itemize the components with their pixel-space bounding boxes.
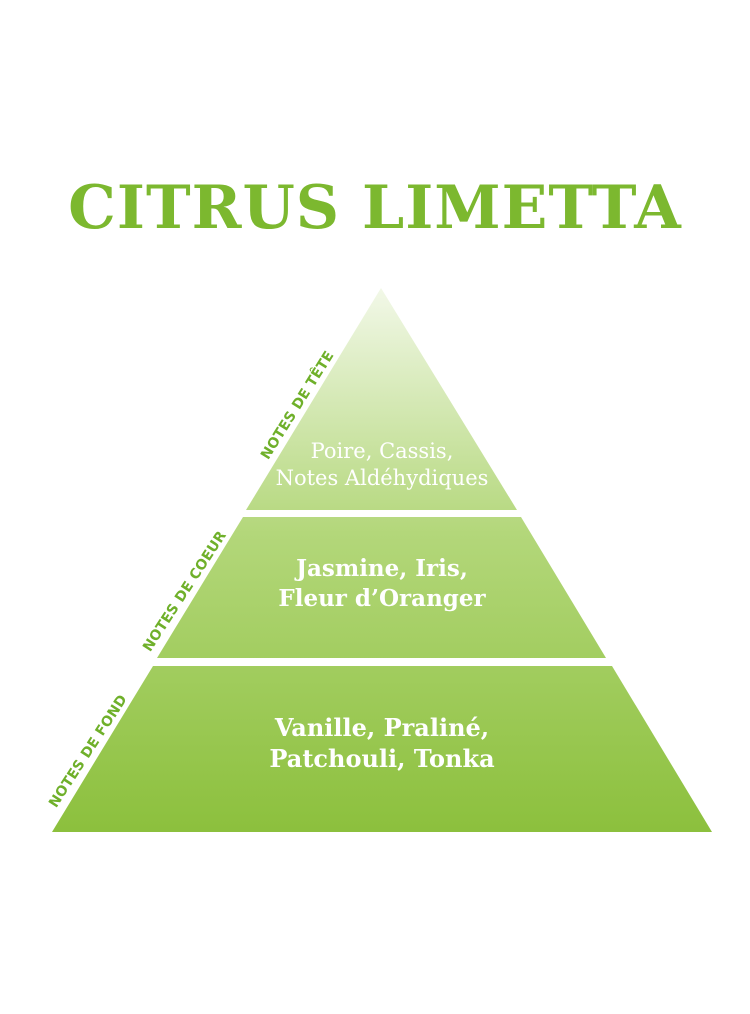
heart-notes-line-2: Fleur d’Oranger xyxy=(278,584,486,612)
heart-notes-text: Jasmine, Iris, Fleur d’Oranger xyxy=(222,554,542,614)
top-notes-line-2: Notes Aldéhydiques xyxy=(275,466,489,491)
pyramid-tier-middle xyxy=(157,517,606,658)
top-notes-line-1: Poire, Cassis, xyxy=(310,439,454,463)
base-notes-text: Vanille, Praliné, Patchouli, Tonka xyxy=(222,712,542,774)
pyramid-tier-bottom xyxy=(52,666,712,832)
page-title: CITRUS LIMETTA xyxy=(68,173,682,243)
base-notes-line-2: Patchouli, Tonka xyxy=(269,744,495,774)
top-notes-text: Poire, Cassis, Notes Aldéhydiques xyxy=(232,438,532,493)
pyramid-tier-top xyxy=(246,288,517,510)
base-notes-line-1: Vanille, Praliné, xyxy=(274,713,490,742)
heart-notes-line-1: Jasmine, Iris, xyxy=(296,555,468,582)
